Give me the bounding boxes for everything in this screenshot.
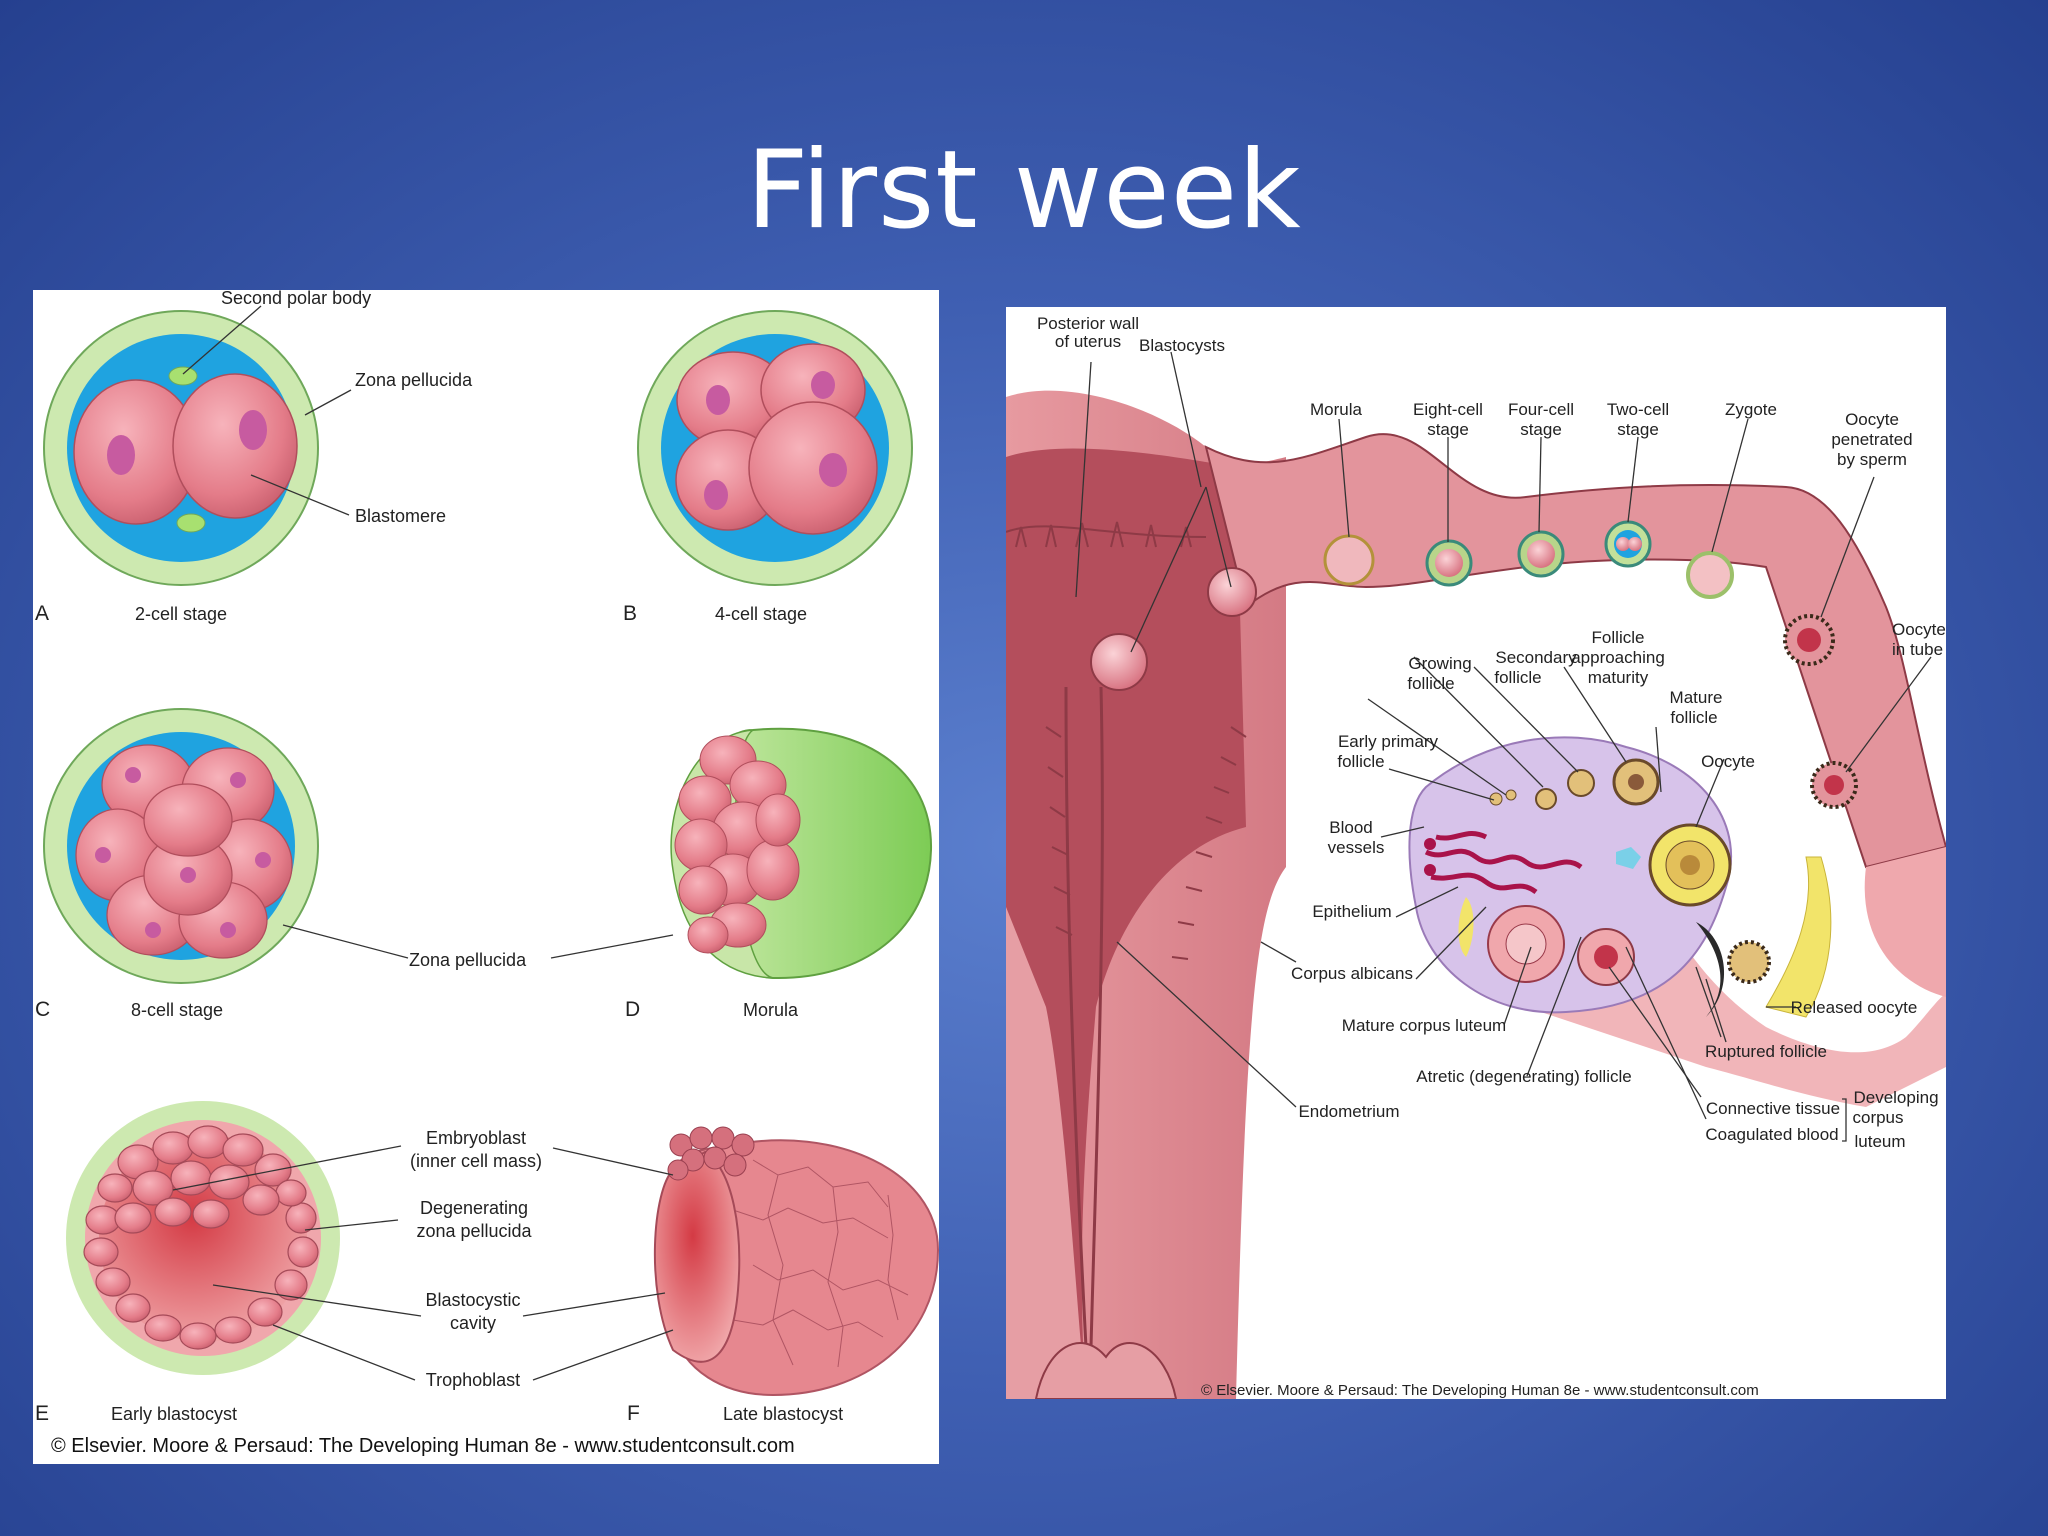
early-blastocyst-figure <box>66 1101 340 1375</box>
stage-caption-b: 4-cell stage <box>715 604 807 624</box>
stage-caption-a: 2-cell stage <box>135 604 227 624</box>
mature-follicle-label: Mature <box>1670 688 1723 707</box>
atretic-follicle-label: Atretic (degenerating) follicle <box>1416 1067 1631 1086</box>
developing-corpus-luteum-label: Developing <box>1853 1088 1938 1107</box>
four-cell-stage-label-line2: stage <box>1520 420 1562 439</box>
embryoblast-label: Embryoblast <box>426 1128 526 1148</box>
embryoblast-label-line2: (inner cell mass) <box>410 1151 542 1171</box>
zona-pellucida-label-mid: Zona pellucida <box>409 950 527 970</box>
stage-letter-b: B <box>623 602 637 625</box>
stage-letter-c: C <box>35 998 50 1021</box>
blastocystic-cavity-label: Blastocystic <box>425 1290 520 1310</box>
oocyte-penetrated-label-line2: penetrated <box>1831 430 1912 449</box>
second-polar-body-label: Second polar body <box>221 290 371 308</box>
morula-figure <box>670 727 933 980</box>
coagulated-blood-label: Coagulated blood <box>1705 1125 1838 1144</box>
uterus <box>1006 390 1286 1399</box>
connective-tissue-label: Connective tissue <box>1706 1099 1840 1118</box>
released-oocyte-label: Released oocyte <box>1791 998 1918 1017</box>
stage-letter-e: E <box>35 1402 49 1425</box>
mature-follicle-label-line2: follicle <box>1670 708 1717 727</box>
morula-label: Morula <box>1310 400 1363 419</box>
stage-caption-c: 8-cell stage <box>131 1000 223 1020</box>
mature-corpus-luteum-label: Mature corpus luteum <box>1342 1016 1506 1035</box>
zygote-label: Zygote <box>1725 400 1777 419</box>
two-cell-stage-figure <box>43 310 319 586</box>
stage-caption-f: Late blastocyst <box>723 1404 843 1424</box>
four-cell-stage-figure <box>637 310 913 586</box>
epithelium-label: Epithelium <box>1312 902 1391 921</box>
two-cell-stage-label-line2: stage <box>1617 420 1659 439</box>
developing-corpus-luteum-label-line3: luteum <box>1854 1132 1905 1151</box>
four-cell-stage-label: Four-cell <box>1508 400 1574 419</box>
stage-caption-e: Early blastocyst <box>111 1404 237 1424</box>
corpus-albicans-label: Corpus albicans <box>1291 964 1413 983</box>
late-blastocyst-figure <box>653 1126 939 1397</box>
ovary <box>1408 736 1771 1017</box>
eight-cell-stage-label: Eight-cell <box>1413 400 1483 419</box>
uterine-tube <box>1204 433 1946 869</box>
tube-embryos <box>1090 520 1858 809</box>
blastocysts-label: Blastocysts <box>1139 336 1225 355</box>
oocyte-label: Oocyte <box>1701 752 1755 771</box>
stage-letter-f: F <box>627 1402 640 1425</box>
oocyte-in-tube-label: Oocyte <box>1892 620 1946 639</box>
blood-vessels-label-line2: vessels <box>1328 838 1385 857</box>
endometrium-label: Endometrium <box>1298 1102 1399 1121</box>
oocyte-in-tube-label-line2: in tube <box>1892 640 1943 659</box>
posterior-wall-label: Posterior wall <box>1037 314 1139 333</box>
left-copyright: © Elsevier. Moore & Persaud: The Develop… <box>51 1435 795 1457</box>
follicle-approaching-label-line2: approaching <box>1571 648 1665 667</box>
oocyte-penetrated-label: Oocyte <box>1845 410 1899 429</box>
cleavage-diagram: Second polar body Zona pellucida Blastom… <box>35 290 939 1457</box>
posterior-wall-label-line2: of uterus <box>1055 332 1121 351</box>
growing-follicle-label: Growing <box>1408 654 1471 673</box>
developing-corpus-luteum-label-line2: corpus <box>1852 1108 1903 1127</box>
eight-cell-stage-figure <box>43 708 319 984</box>
growing-follicle-label-line2: follicle <box>1407 674 1454 693</box>
early-primary-follicle-label: Early primary <box>1338 732 1439 751</box>
stage-letter-a: A <box>35 602 49 625</box>
oocyte-penetrated-label-line3: by sperm <box>1837 450 1907 469</box>
stage-caption-d: Morula <box>743 1000 799 1020</box>
early-primary-follicle-label-line2: follicle <box>1337 752 1384 771</box>
secondary-follicle-label-line2: follicle <box>1494 668 1541 687</box>
stage-letter-d: D <box>625 998 640 1021</box>
ovulation-diagram-panel: Posterior wall of uterus Blastocysts Mor… <box>1006 307 1946 1399</box>
eight-cell-stage-label-line2: stage <box>1427 420 1469 439</box>
follicle-approaching-label: Follicle <box>1592 628 1645 647</box>
ruptured-follicle-label: Ruptured follicle <box>1705 1042 1827 1061</box>
secondary-follicle-label: Secondary <box>1495 648 1577 667</box>
zona-pellucida-label-top: Zona pellucida <box>355 370 473 390</box>
right-copyright: © Elsevier. Moore & Persaud: The Develop… <box>1201 1382 1759 1399</box>
degenerating-zona-label: Degenerating <box>420 1198 528 1218</box>
follicle-approaching-label-line3: maturity <box>1588 668 1649 687</box>
cleavage-diagram-panel: Second polar body Zona pellucida Blastom… <box>33 290 939 1464</box>
degenerating-zona-label-line2: zona pellucida <box>416 1221 532 1241</box>
blastocystic-cavity-label-line2: cavity <box>450 1313 496 1333</box>
blood-vessels-label: Blood <box>1329 818 1372 837</box>
two-cell-stage-label: Two-cell <box>1607 400 1669 419</box>
ovulation-diagram: Posterior wall of uterus Blastocysts Mor… <box>1006 314 1946 1399</box>
trophoblast-label: Trophoblast <box>426 1370 520 1390</box>
blastomere-label: Blastomere <box>355 506 446 526</box>
slide-title: First week <box>746 128 1302 253</box>
